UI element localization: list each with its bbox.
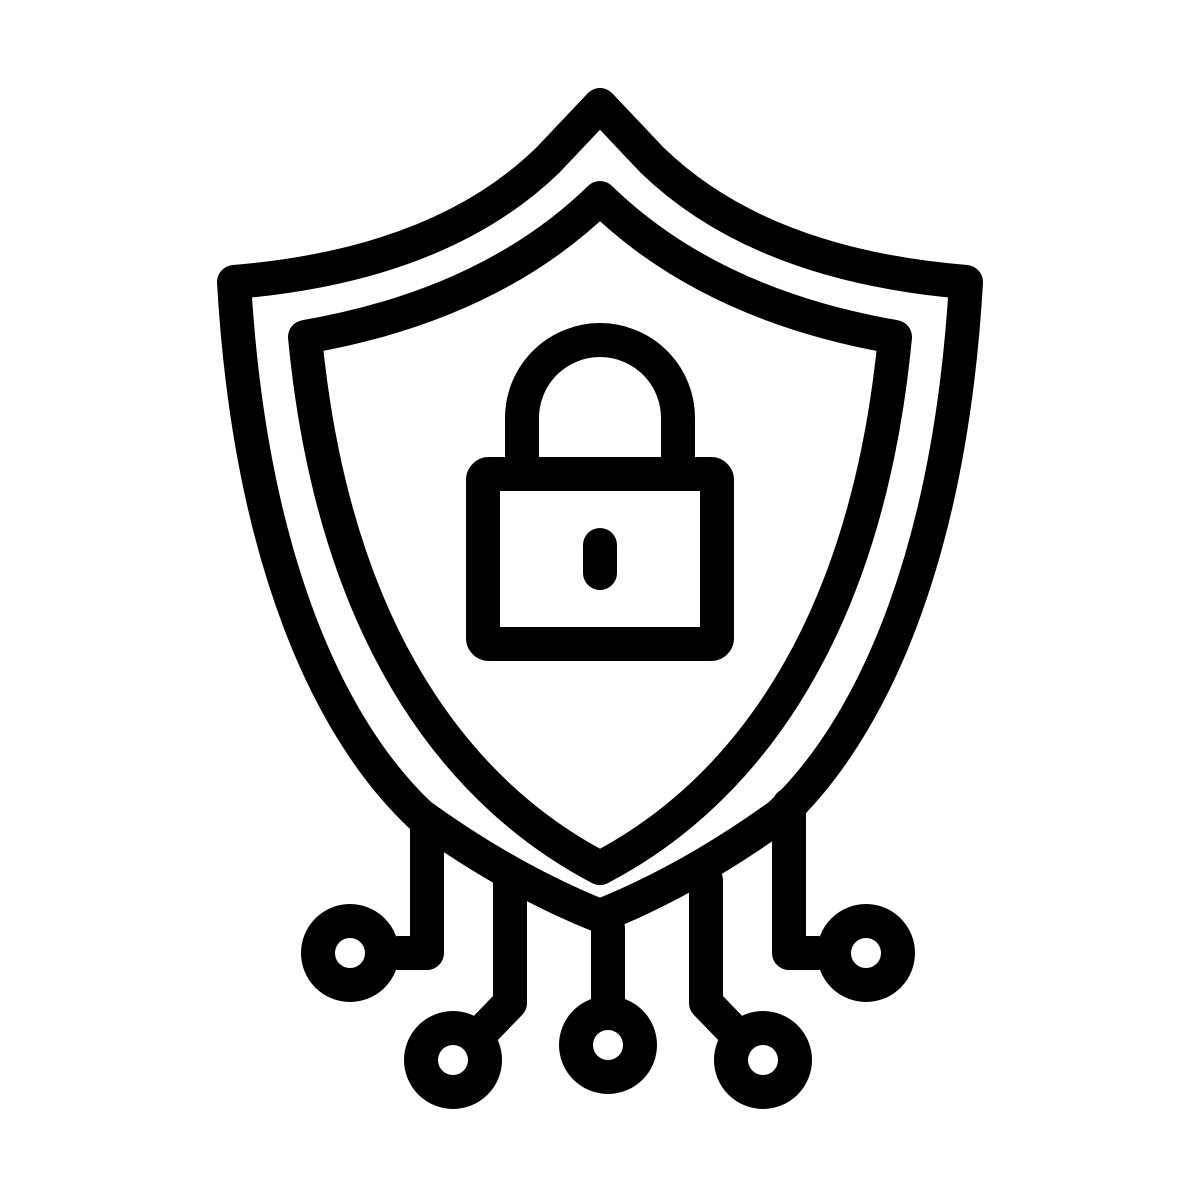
circuit-trace-left-inner bbox=[461, 863, 527, 1053]
padlock-shackle bbox=[505, 323, 695, 491]
inner-shield-outline bbox=[288, 181, 912, 885]
circuit-node-right-inner bbox=[714, 1011, 812, 1109]
circuit-trace-right bbox=[772, 788, 835, 970]
padlock-body bbox=[466, 457, 734, 661]
circuit-node-right bbox=[817, 904, 915, 1002]
circuit-trace-right-inner bbox=[689, 863, 755, 1053]
circuit-node-center bbox=[559, 996, 657, 1094]
circuit-node-left-inner bbox=[404, 1011, 502, 1109]
circuit-node-left bbox=[301, 904, 399, 1002]
circuit-trace-left bbox=[381, 805, 444, 970]
